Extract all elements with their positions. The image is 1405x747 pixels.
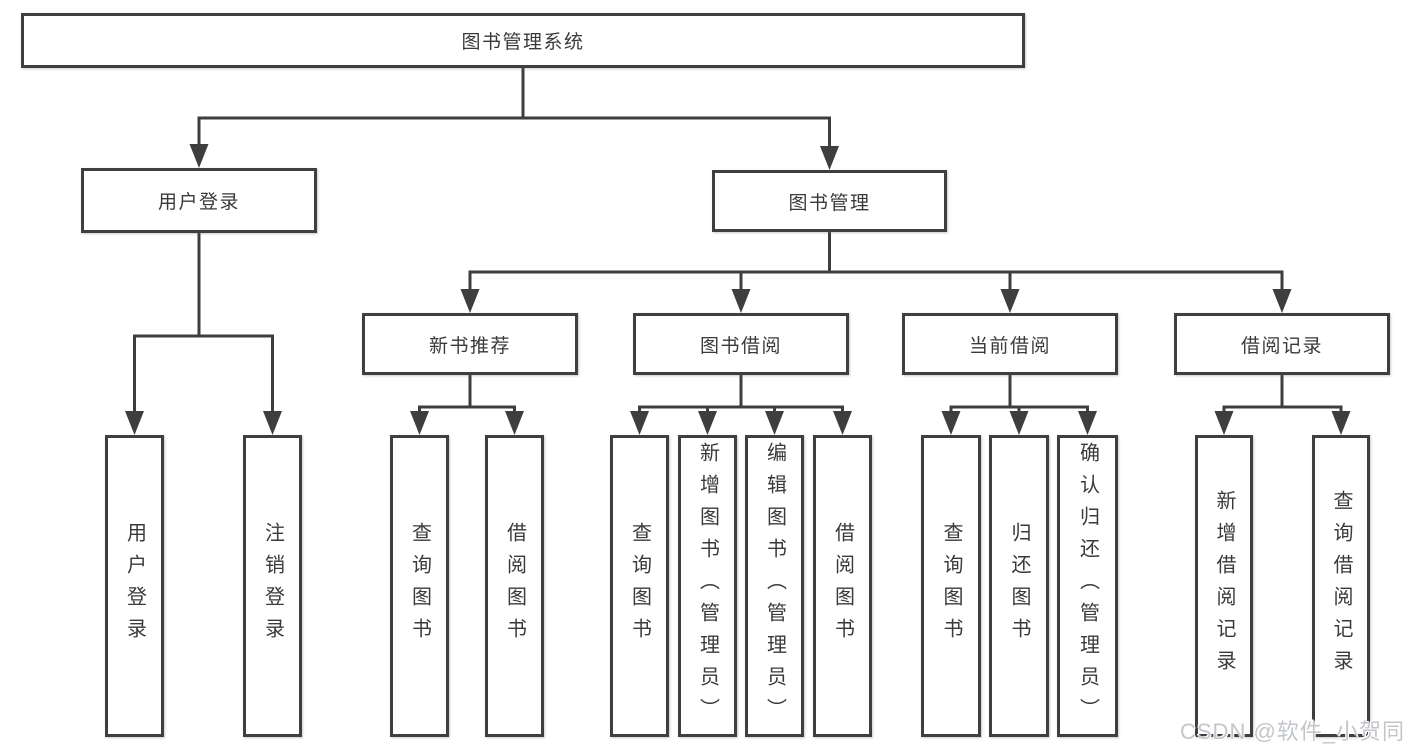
- leaf-edit-book-admin: 编辑图书（管理员）: [745, 435, 804, 737]
- arrowhead-icon: [941, 411, 961, 435]
- connector-path: [418, 375, 516, 415]
- arrowhead-icon: [1009, 411, 1029, 435]
- leaf-query-borrow-record: 查询借阅记录: [1312, 435, 1370, 737]
- connector-path: [197, 68, 831, 150]
- leaf-add-borrow-record: 新增借阅记录: [1195, 435, 1253, 737]
- arrowhead-icon: [698, 411, 717, 435]
- csdn-watermark: CSDN @软件_小贺同学: [1180, 719, 1405, 744]
- connector-path: [1222, 375, 1343, 415]
- arrowhead-icon: [189, 144, 209, 168]
- arrowhead-icon: [1078, 411, 1097, 435]
- leaf-query-books-recommend: 查询图书: [390, 435, 449, 737]
- leaf-add-book-admin: 新增图书（管理员）: [678, 435, 737, 737]
- node-library-management-system: 图书管理系统: [21, 13, 1025, 68]
- arrowhead-icon: [1331, 411, 1351, 435]
- arrowhead-icon: [1214, 411, 1234, 435]
- arrowhead-icon: [833, 411, 852, 435]
- connector-path: [638, 375, 844, 415]
- arrowhead-icon: [505, 411, 524, 435]
- arrowhead-icon: [1272, 289, 1292, 313]
- arrowhead-icon: [1000, 289, 1020, 313]
- node-borrowing-records: 借阅记录: [1174, 313, 1390, 375]
- connector-path: [949, 375, 1089, 415]
- node-current-borrowing: 当前借阅: [902, 313, 1118, 375]
- leaf-confirm-return-admin: 确认归还（管理员）: [1057, 435, 1118, 737]
- arrowhead-icon: [410, 411, 429, 435]
- connector-path: [133, 233, 274, 415]
- leaf-borrow-books-borrowing: 借阅图书: [813, 435, 872, 737]
- leaf-borrow-books-recommend: 借阅图书: [485, 435, 544, 737]
- leaf-user-login: 用户登录: [105, 435, 164, 737]
- leaf-query-books-current: 查询图书: [921, 435, 981, 737]
- leaf-return-book: 归还图书: [989, 435, 1049, 737]
- arrowhead-icon: [263, 411, 282, 435]
- node-book-borrowing: 图书借阅: [633, 313, 849, 375]
- arrowhead-icon: [630, 411, 649, 435]
- arrowhead-icon: [820, 146, 839, 170]
- node-user-login: 用户登录: [81, 168, 317, 233]
- node-book-management: 图书管理: [712, 170, 947, 232]
- leaf-logout: 注销登录: [243, 435, 302, 737]
- connector-path: [468, 232, 1284, 293]
- arrowhead-icon: [765, 411, 784, 435]
- arrowhead-icon: [125, 411, 144, 435]
- arrowhead-icon: [731, 289, 751, 313]
- arrowhead-icon: [460, 289, 480, 313]
- node-new-book-recommend: 新书推荐: [362, 313, 578, 375]
- leaf-query-books-borrowing: 查询图书: [610, 435, 669, 737]
